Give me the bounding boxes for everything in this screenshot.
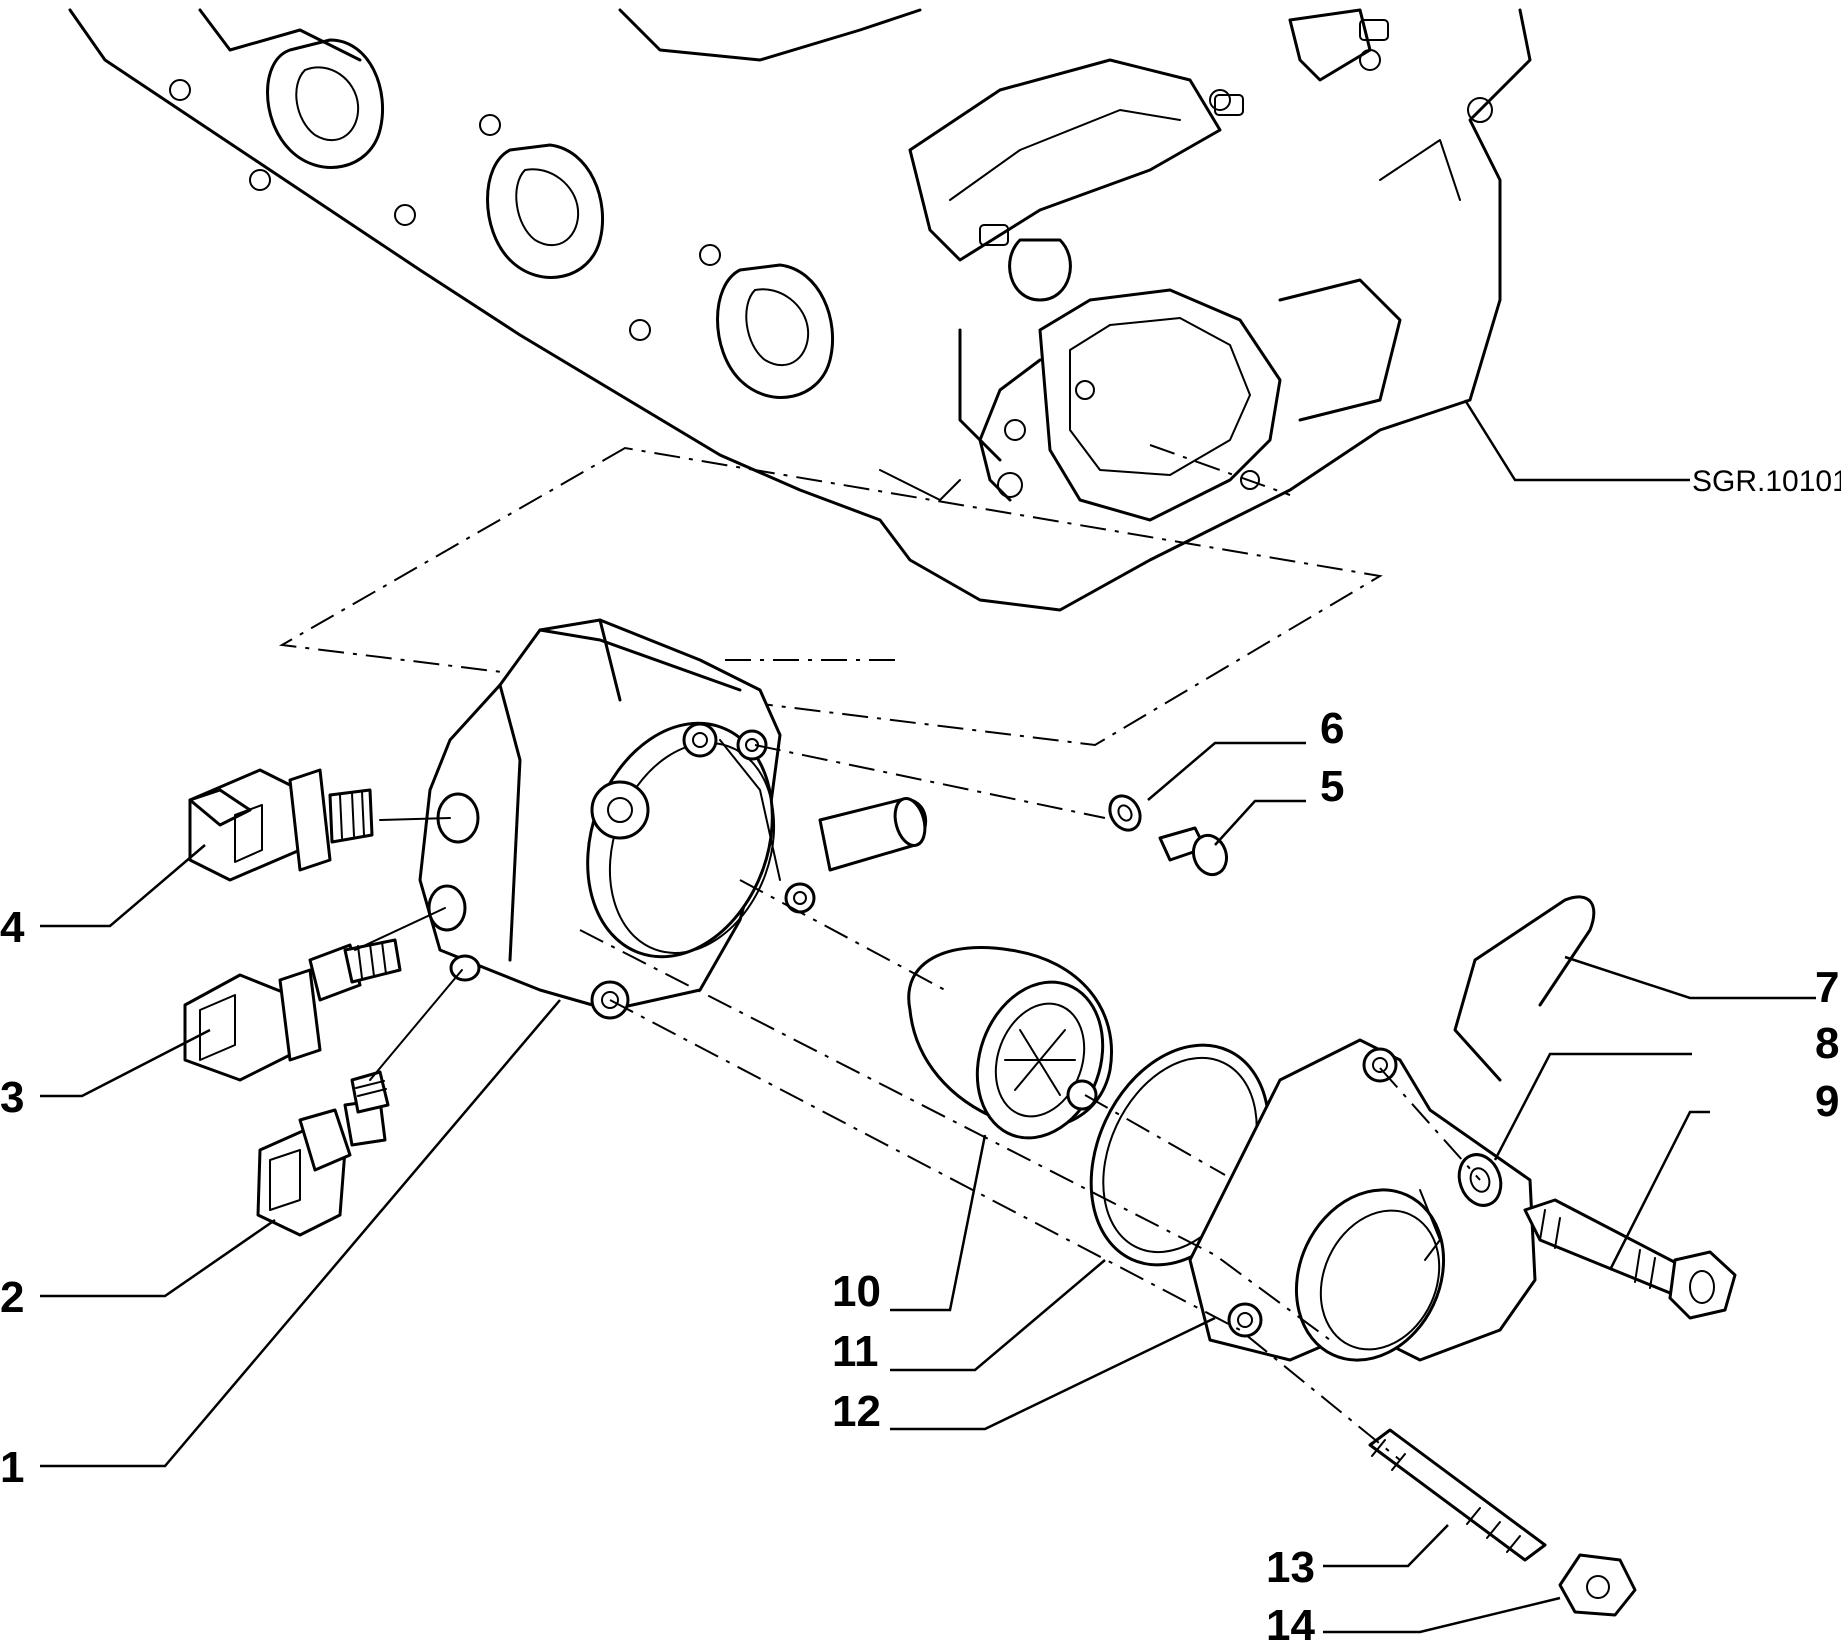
- leader-lines: [40, 399, 1816, 1634]
- callout-8: 8: [1815, 1019, 1839, 1068]
- callout-11: 11: [832, 1327, 879, 1376]
- callout-10: 10: [832, 1267, 881, 1316]
- callout-9: 9: [1815, 1077, 1839, 1126]
- assembly-axes: [354, 659, 1481, 1461]
- callout-1: 1: [0, 1443, 24, 1492]
- callout-6: 6: [1320, 704, 1344, 753]
- thermostat-outlet-cover: [1188, 1038, 1537, 1362]
- callout-7: 7: [1815, 963, 1839, 1012]
- thermostat-housing: [418, 618, 928, 1020]
- sensor-part-3: [183, 938, 402, 1082]
- stud-part-13: [1368, 1428, 1547, 1562]
- thermostat-valve: [907, 946, 1113, 1140]
- alignment-dashed-frame: [278, 444, 1383, 747]
- callout-5: 5: [1320, 762, 1344, 811]
- sensor-part-4: [188, 768, 374, 882]
- engine-cylinder-head: [68, 8, 1532, 612]
- drawing-reference-code: SGR.10101: [1692, 465, 1841, 498]
- callout-4: 4: [0, 903, 25, 952]
- callout-2: 2: [0, 1273, 24, 1322]
- screw-part-5: [1158, 826, 1229, 877]
- washer-part-6: [1108, 794, 1142, 832]
- callout-3: 3: [0, 1073, 24, 1122]
- callout-labels: 1 2 3 4 5 6 7 8 9 10 11 12 13 14: [0, 704, 1839, 1643]
- sensor-part-2: [256, 1070, 390, 1237]
- bolt-part-9: [1523, 1198, 1737, 1320]
- manifold-ports: [169, 38, 835, 399]
- clip-wire-part-7: [1453, 895, 1596, 1082]
- callout-12: 12: [832, 1387, 881, 1436]
- callout-14: 14: [1266, 1601, 1315, 1643]
- callout-13: 13: [1266, 1543, 1315, 1592]
- nut-part-14: [1558, 1553, 1637, 1617]
